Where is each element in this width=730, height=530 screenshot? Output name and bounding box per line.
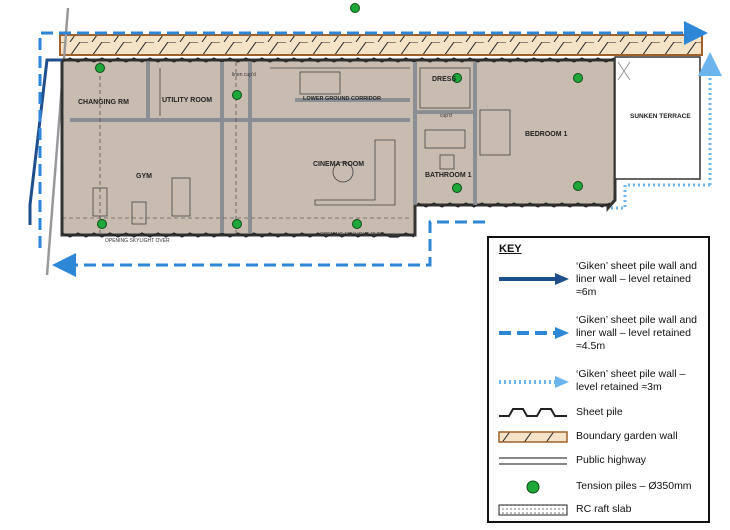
- tension-pile: [452, 73, 462, 83]
- room-label-lower-corridor: LOWER GROUND CORRIDOR: [303, 96, 381, 102]
- key-label-retained-4-5m: ‘Giken’ sheet pile wall and liner wall –…: [576, 314, 698, 352]
- tension-pile: [573, 181, 583, 191]
- label-opening-gym: OPENING SKYLIGHT OVER: [105, 238, 170, 244]
- room-label-changing: CHANGING RM: [78, 99, 129, 106]
- interior-walls: [70, 62, 477, 233]
- tension-pile: [232, 90, 242, 100]
- key-label-garden-wall: Boundary garden wall: [576, 430, 678, 442]
- room-label-utility: UTILITY ROOM: [162, 97, 212, 104]
- retaining-wall-4-5m-top: [38, 21, 708, 248]
- room-label-bedroom: BEDROOM 1: [525, 131, 568, 138]
- room-label-sunken-terrace: SUNKEN TERRACE: [630, 113, 691, 120]
- key-label-raft-slab: RC raft slab: [576, 503, 632, 515]
- tension-pile: [95, 63, 105, 73]
- key-label-tension-piles: Tension piles – Ø350mm: [576, 480, 692, 492]
- tension-pile: [350, 3, 360, 13]
- tension-pile: [573, 73, 583, 83]
- raft-slab-icon: [498, 504, 568, 516]
- sunken-terrace: [614, 56, 701, 180]
- room-label-bathroom: BATHROOM 1: [425, 172, 472, 179]
- highway-icon: [499, 457, 567, 465]
- tension-pile: [352, 219, 362, 229]
- basement-floor: [60, 58, 617, 237]
- solid-arrow-icon: [499, 273, 569, 285]
- label-linen-cupd: linen cup'd: [232, 72, 256, 78]
- terrace-detail: [617, 61, 631, 81]
- thin-partitions: [92, 67, 511, 225]
- key-label-retained-6m: ‘Giken’ sheet pile wall and liner wall –…: [576, 260, 698, 298]
- key-title: KEY: [499, 243, 522, 255]
- label-opening-cinema: OPENING SKYLIGHT OVER: [320, 232, 385, 238]
- tension-pile: [232, 219, 242, 229]
- retaining-wall-3m-bottom: [610, 183, 710, 210]
- tension-piles: [95, 3, 583, 229]
- room-label-dress: DRESS: [432, 76, 456, 83]
- sheet-pile-edge-bottom: [61, 232, 415, 238]
- dashed-arrow-icon: [499, 327, 569, 339]
- tension-pile: [452, 183, 462, 193]
- room-label-cinema: CINEMA ROOM: [313, 161, 364, 168]
- sheet-pile-edge-top: [61, 57, 615, 63]
- boundary-garden-wall: [59, 34, 703, 56]
- sheet-pile-icon: [499, 408, 567, 417]
- tension-pile-icon: [526, 480, 540, 494]
- public-highway-line: [45, 7, 70, 276]
- retaining-wall-4-5m-bottom: [52, 220, 485, 277]
- sheet-pile-edge-bottom-right: [417, 202, 611, 208]
- legend-key: KEY ‘Giken’ sheet pile wall and liner wa…: [487, 236, 710, 523]
- key-label-sheet-pile: Sheet pile: [576, 406, 623, 418]
- key-label-public-highway: Public highway: [576, 454, 647, 466]
- tension-pile: [97, 219, 107, 229]
- garden-wall-icon: [498, 431, 568, 443]
- room-label-gym: GYM: [136, 173, 152, 180]
- key-label-retained-3m: ‘Giken’ sheet pile wall – level retained…: [576, 368, 686, 393]
- dotted-arrow-icon: [499, 376, 569, 388]
- label-cupd: cup'd: [440, 113, 452, 119]
